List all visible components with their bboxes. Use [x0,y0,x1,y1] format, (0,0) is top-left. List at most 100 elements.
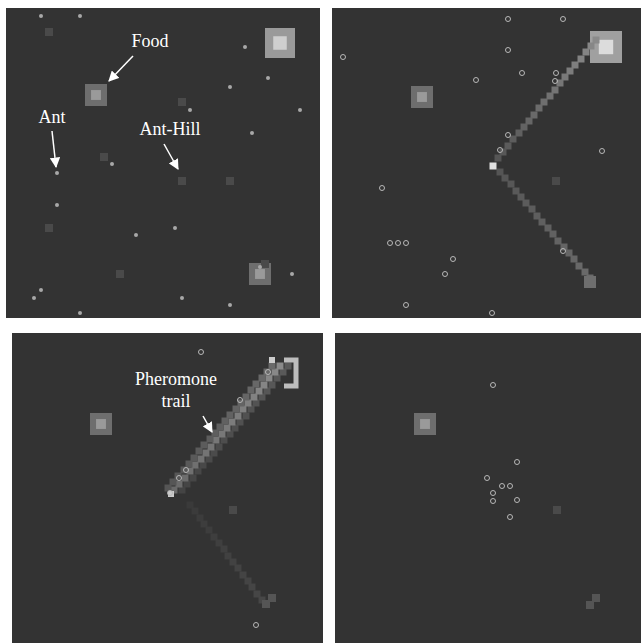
ant-hill [178,177,186,185]
pheromone-cell [235,413,242,420]
pheromone-cell [233,406,240,413]
ant [199,350,204,355]
pheromone-cell [243,413,250,420]
pheromone-cell [583,49,590,56]
ant [228,303,232,307]
pheromone-cell [240,572,247,579]
ant [55,171,59,175]
pheromone-cell [248,406,255,413]
ant [561,249,566,254]
pheromone-cell [224,425,231,432]
ant [491,491,496,496]
pheromone-cell [571,256,578,263]
ant [490,311,495,316]
pheromone-cell [219,431,226,438]
callout-label: Food [131,30,168,52]
pheromone-cell [521,124,528,131]
ant [110,162,114,166]
pheromone-cell [541,99,548,106]
pheromone-cell [237,419,244,426]
pheromone-cell [269,363,276,370]
pheromone-cell [272,369,279,376]
ant [520,71,525,76]
pheromone-cell [206,527,213,534]
pheromone-cell [254,591,261,598]
pheromone-cell [190,475,197,482]
pheromone-cell [547,93,554,100]
food-source [85,84,107,106]
pheromone-cell [495,155,502,162]
pheromone-cell [243,394,250,401]
pheromone-cell [182,475,189,482]
pheromone-cell [198,456,205,463]
pheromone-cell [222,418,229,425]
ant [474,78,479,83]
pheromone-cell [208,444,215,451]
leader-arrow [52,131,56,167]
pheromone-cell [259,394,266,401]
leader-arrow [164,144,178,169]
pheromone-cell [227,412,234,419]
pheromone-cell [201,521,208,528]
ant [228,85,232,89]
ant [561,17,566,22]
ant-hill [229,506,237,514]
ant [380,186,385,191]
pheromone-cell [175,473,182,480]
pheromone-cell [567,68,574,75]
pheromone-cell [251,394,258,401]
pheromone-cell [168,491,174,497]
pheromone-cell [181,467,188,474]
pheromone-cell [269,382,276,389]
pheromone-cell [207,436,214,443]
ant [515,498,520,503]
pheromone-cell [211,534,218,541]
pheromone-cell [232,425,239,432]
ant [396,241,401,246]
callout-label: Pheromone trail [126,368,226,412]
pheromone-cell [216,444,223,451]
ant [451,257,456,262]
pheromone-cell [197,515,204,522]
ant-hill [45,224,53,232]
pheromone-cell [245,400,252,407]
pheromone-cell [186,461,193,468]
pheromone-cell [240,406,247,413]
pheromone-cell [578,56,585,63]
pheromone-cell [531,112,538,119]
pheromone-cell [539,219,546,226]
pheromone-cell [213,437,220,444]
pheromone-cell [582,269,589,276]
ant [485,476,490,481]
pheromone-cell [566,250,573,257]
pheromone-cell [562,74,569,81]
ant [243,45,247,49]
pheromone-cell [200,462,207,469]
ant [168,491,173,496]
ant [341,55,346,60]
pheromone-cell [526,118,533,125]
ant [32,296,36,300]
food-source [411,86,433,108]
food-source [592,594,600,602]
pheromone-cell [225,553,232,560]
pheromone-cell [534,213,541,220]
ant-hill [178,98,186,106]
food-source [414,413,436,435]
ant [134,233,138,237]
pheromone-cell [230,559,237,566]
ant [506,17,511,22]
pheromone-cell [256,388,263,395]
ant [298,108,302,112]
ant [506,133,511,138]
food-source [284,360,296,386]
pheromone-cell [211,450,218,457]
pheromone-cell [516,130,523,137]
food-core [417,92,427,102]
pheromone-cell [229,419,236,426]
ant [491,499,496,504]
ant [404,303,409,308]
pheromone-cell [285,363,292,370]
pheromone-cell [221,437,228,444]
